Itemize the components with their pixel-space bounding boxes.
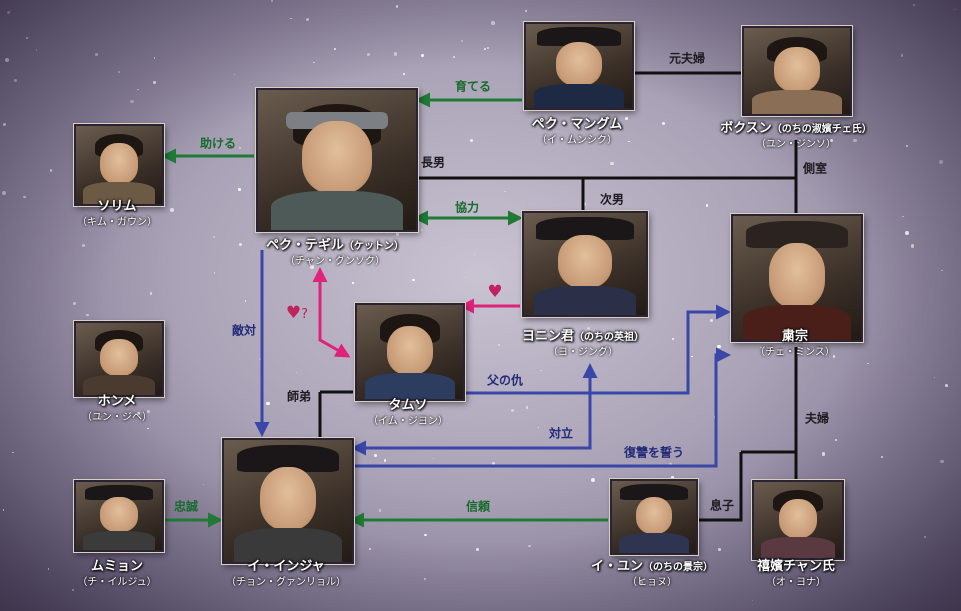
label-oppose: 対立 [548,426,574,441]
label-enemy: 敵対 [231,323,257,338]
label-second-son: 次男 [599,192,625,207]
photo-sukjong [731,214,863,342]
actor-jang-hibin: （オ・ヨナ） [766,577,826,588]
line-disciple [318,390,353,438]
label-father-revenge: 父の仇 [486,373,524,388]
actor-boksun: （ユン・ジンソ） [756,139,836,150]
name-sukjong: 粛宗 [781,329,809,344]
label-vow-revenge: 復讐を誓う [623,445,685,460]
actor-baek-mangeum: （イ・ムンシク） [537,135,617,146]
actor-sorim: （キム・ガウン） [77,217,157,228]
name-damseo: タムソ [388,398,428,413]
actor-hongme: （ユン・ジヘ） [82,412,152,423]
arrow-vow-revenge [354,347,731,468]
actor-damseo: （イム・ジヨン） [368,416,448,427]
actor-baek-daegil: （チャン・グンソク） [285,256,385,267]
name-sorim: ソリム [97,199,137,214]
label-raise: 育てる [454,79,492,94]
pink-arrows [312,267,520,358]
heart-question-icon: ♥? [285,303,309,323]
name-jang-hibin: 禧嬪チャン氏 [757,559,835,574]
line-son [695,450,796,522]
arrow-oppose [351,363,598,456]
name-yi-injwa: イ・インジャ [247,559,325,574]
photo-yi-injwa [222,438,354,564]
label-concubine: 側室 [802,161,828,176]
photo-mumyeong [74,480,164,552]
photo-damseo [355,303,465,401]
heart-icon: ♥ [487,282,503,302]
photo-sorim [74,124,164,206]
label-help: 助ける [199,136,237,151]
label-husband-wife: 夫婦 [804,411,830,426]
label-disciple: 師弟 [286,389,312,404]
label-trust: 信頼 [465,499,491,514]
name-baek-mangeum: ペク・マングム [531,117,623,132]
name-baek-daegil: ペク・テギル（ケットン） [266,238,404,253]
label-son: 息子 [709,498,735,513]
actor-yeoning: （ヨ・ジング） [548,347,618,358]
blue-arrows [254,250,731,468]
actor-sukjong: （チェ・ミンス） [755,347,835,358]
label-cooperate: 協力 [454,200,480,215]
name-yi-yun: イ・ユン（のちの景宗） [590,559,714,574]
label-ex-spouse: 元夫婦 [668,51,706,66]
green-arrows [161,92,608,528]
label-loyalty: 忠誠 [173,499,199,514]
name-mumyeong: ムミョン [90,559,144,574]
photo-yi-yun [610,479,698,555]
name-hongme: ホンメ [97,394,137,409]
photo-yeoning [522,211,648,317]
actor-yi-yun: （ヒョヌ） [627,577,677,588]
arrow-love-question [312,267,351,358]
name-yeoning: ヨニン君（のちの英祖） [521,329,645,344]
photo-baek-daegil [256,88,418,232]
photo-jang-hibin [752,480,844,560]
actor-mumyeong: （チ・イルジュ） [77,577,157,588]
label-eldest-son: 長男 [420,155,446,170]
name-boksun: ボクスン（のちの淑嬪チェ氏） [720,121,872,136]
photo-baek-mangeum [524,22,634,110]
photo-hongme [74,321,164,397]
family-lines [318,71,798,522]
photo-boksun [742,26,852,116]
actor-yi-injwa: （チョン・グァンリョル） [226,577,346,588]
